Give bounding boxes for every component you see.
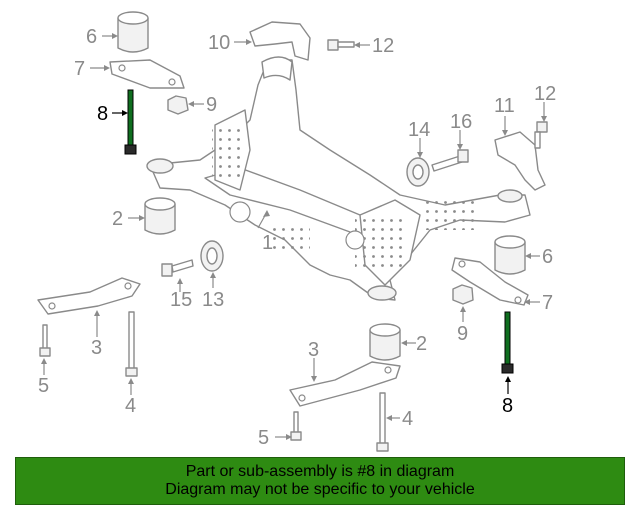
bolt-part-12-right — [534, 121, 548, 149]
subframe-part-1 — [146, 56, 531, 301]
callout-6-top: 6 — [86, 26, 97, 48]
arrowheads — [41, 33, 547, 440]
bolt-part-8-left[interactable] — [124, 89, 137, 155]
callout-7-right: 7 — [542, 292, 553, 314]
callout-6-right: 6 — [542, 246, 553, 268]
callout-9-top: 9 — [206, 94, 217, 116]
bolt-part-16 — [431, 149, 469, 172]
callout-3-left: 3 — [91, 337, 102, 359]
plate-part-7-right — [451, 257, 529, 306]
callout-11: 11 — [494, 95, 515, 117]
callout-1: 1 — [262, 232, 273, 254]
callout-labels: 1 2 2 3 3 4 4 5 5 6 6 7 7 8 8 9 9 10 11 … — [38, 26, 556, 449]
bushing-part-2-bottom — [369, 323, 401, 361]
bushing-part-6-top — [117, 11, 149, 53]
bolt-part-15 — [161, 259, 194, 277]
bolt-part-12-top — [327, 39, 355, 51]
bolt-part-5-bottom — [290, 411, 302, 441]
callout-3-bottom: 3 — [308, 339, 319, 361]
callout-8-right: 8 — [502, 395, 513, 417]
callout-10: 10 — [208, 32, 230, 54]
callout-13: 13 — [202, 289, 224, 311]
bolt-part-8-right[interactable] — [501, 311, 514, 374]
bushing-part-14 — [406, 157, 430, 187]
bushing-part-2-left — [144, 197, 176, 235]
callout-4-bottom: 4 — [402, 408, 413, 430]
parts-diagram: 1 2 2 3 3 4 4 5 5 6 6 7 7 8 8 9 9 10 11 … — [37, 11, 556, 452]
callout-14: 14 — [408, 119, 430, 141]
bracket-part-10 — [249, 21, 311, 61]
bolt-part-4-bottom — [376, 392, 389, 452]
callout-9-right: 9 — [457, 323, 468, 345]
bolt-part-4-left — [125, 311, 138, 377]
callout-7-top: 7 — [74, 58, 85, 80]
callout-4-left: 4 — [125, 395, 136, 417]
callout-2-left: 2 — [112, 208, 123, 230]
bushing-part-13 — [200, 240, 224, 272]
callout-8-left: 8 — [97, 103, 108, 125]
nut-part-9-top — [167, 95, 189, 115]
callout-15: 15 — [170, 289, 192, 311]
callout-5-bottom: 5 — [258, 427, 269, 449]
callout-12-top: 12 — [372, 35, 394, 57]
banner-line-1: Part or sub-assembly is #8 in diagram — [185, 463, 455, 480]
bushing-part-6-right — [494, 235, 526, 275]
callout-2-bottom: 2 — [416, 333, 427, 355]
bracket-part-11 — [494, 131, 546, 191]
plate-part-7-top — [109, 59, 185, 89]
bolt-part-5-left — [39, 324, 51, 357]
plate-part-3-left — [37, 277, 141, 315]
plate-part-3-bottom — [289, 361, 401, 407]
callout-16: 16 — [450, 111, 472, 133]
notice-banner: Part or sub-assembly is #8 in diagram Di… — [15, 457, 625, 505]
banner-line-2: Diagram may not be specific to your vehi… — [165, 481, 475, 498]
callout-5-left: 5 — [38, 375, 49, 397]
nut-part-9-right — [452, 284, 474, 305]
callout-12-right: 12 — [534, 83, 556, 105]
